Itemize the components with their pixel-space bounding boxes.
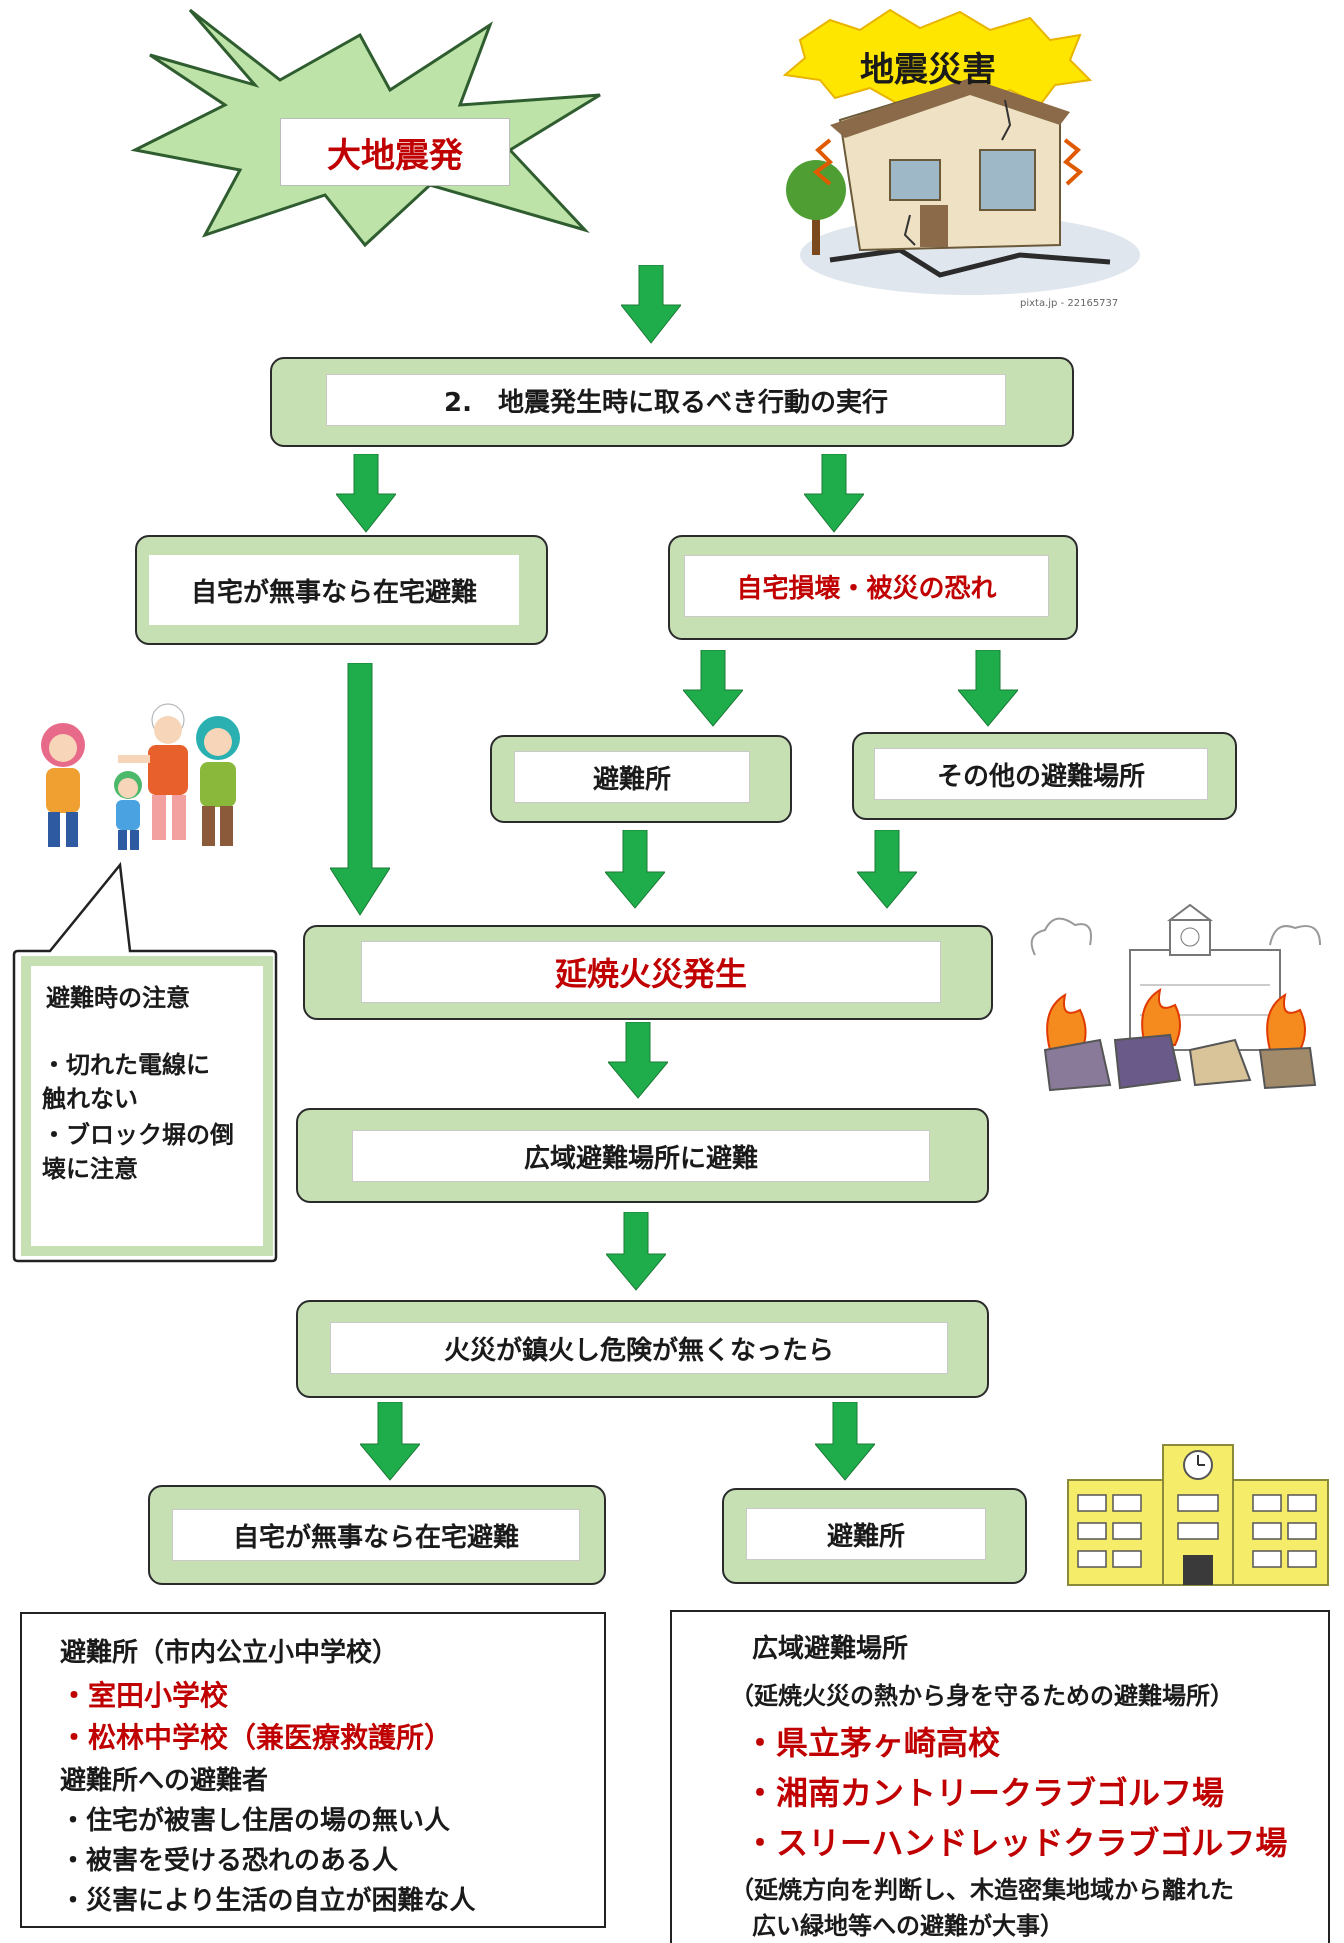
- quake-sign-text: 地震災害: [860, 50, 996, 90]
- wide-area-note: 広い緑地等への避難が大事）: [752, 1912, 1064, 1940]
- shelter-school: ・室田小学校: [60, 1679, 229, 1712]
- burning-school-illustration: [1020, 900, 1340, 1100]
- evacuee-item: ・住宅が被害し住居の場の無い人: [60, 1806, 451, 1836]
- shelter-label-1: 避難所: [592, 764, 671, 795]
- wide-area-info-title: 広域避難場所: [752, 1634, 909, 1664]
- home-damage-inner: 自宅損壊・被災の恐れ: [684, 555, 1049, 617]
- other-place-inner: その他の避難場所: [874, 748, 1208, 800]
- wide-area-info-subtitle: （延焼火災の熱から身を守るための避難場所）: [730, 1682, 1234, 1710]
- other-place-box: その他の避難場所: [852, 732, 1237, 820]
- caution-line: ・切れた電線に: [42, 1051, 210, 1079]
- fire-out-box: 火災が鎮火し危険が無くなったら: [296, 1300, 989, 1398]
- wide-area-place: ・スリーハンドレッドクラブゴルフ場: [744, 1824, 1288, 1862]
- arrow-down-long: [330, 663, 390, 916]
- wide-area-box: 広域避難場所に避難: [296, 1108, 989, 1203]
- shelter-info-panel: 避難所（市内公立小中学校） ・室田小学校 ・松林中学校（兼医療救護所） 避難所へ…: [20, 1612, 606, 1928]
- home-safe-label-2: 自宅が無事なら在宅避難: [232, 1522, 519, 1553]
- home-safe-box-1: 自宅が無事なら在宅避難: [135, 535, 548, 645]
- shelter-box-2: 避難所: [722, 1488, 1027, 1584]
- caution-line: 触れない: [42, 1085, 138, 1113]
- evacuee-item: ・災害により生活の自立が困難な人: [60, 1886, 476, 1916]
- wide-area-label: 広域避難場所に避難: [523, 1143, 758, 1174]
- home-safe-inner-1: 自宅が無事なら在宅避難: [149, 555, 519, 625]
- arrow-down: [336, 454, 396, 533]
- school-building-illustration: [1058, 1430, 1338, 1590]
- other-place-label: その他の避難場所: [936, 761, 1145, 792]
- arrow-down: [360, 1402, 420, 1481]
- wide-area-info-panel: 広域避難場所 （延焼火災の熱から身を守るための避難場所） ・県立茅ヶ崎高校 ・湘…: [670, 1610, 1330, 1943]
- evacuees-title: 避難所への避難者: [60, 1766, 269, 1796]
- caution-title: 避難時の注意: [46, 984, 190, 1012]
- caution-callout: [10, 855, 280, 1265]
- action-step-label: 2. 地震発生時に取るべき行動の実行: [444, 387, 888, 418]
- pixta-credit: pixta.jp - 22165737: [1020, 298, 1119, 309]
- home-damage-box: 自宅損壊・被災の恐れ: [668, 535, 1078, 640]
- home-safe-inner-2: 自宅が無事なら在宅避難: [172, 1509, 580, 1561]
- arrow-down: [804, 454, 864, 533]
- burst-label-box: 大地震発: [280, 118, 510, 186]
- shelter-label-2: 避難所: [826, 1521, 905, 1552]
- arrow-down: [683, 650, 743, 727]
- wide-area-place: ・県立茅ヶ崎高校: [744, 1724, 1001, 1762]
- action-step-box: 2. 地震発生時に取るべき行動の実行: [270, 357, 1074, 447]
- shelter-inner-2: 避難所: [746, 1508, 986, 1560]
- shelter-inner-1: 避難所: [514, 751, 750, 803]
- callout-frame: [12, 861, 278, 1263]
- arrow-down: [608, 1022, 668, 1099]
- fire-spread-inner: 延焼火災発生: [361, 941, 941, 1003]
- arrow-down: [958, 650, 1018, 727]
- home-safe-box-2: 自宅が無事なら在宅避難: [148, 1485, 606, 1585]
- caution-line: ・ブロック塀の倒: [42, 1121, 234, 1149]
- shelter-box-1: 避難所: [490, 735, 792, 823]
- arrow-down: [606, 1212, 666, 1291]
- arrow-down: [815, 1402, 875, 1481]
- evacuee-item: ・被害を受ける恐れのある人: [60, 1846, 399, 1876]
- shelter-info-title: 避難所（市内公立小中学校）: [60, 1638, 399, 1668]
- quake-house-illustration: [760, 0, 1140, 320]
- arrow-down: [605, 830, 665, 909]
- burst-label: 大地震発: [327, 135, 463, 176]
- wide-area-inner: 広域避難場所に避難: [352, 1130, 930, 1182]
- fire-out-label: 火災が鎮火し危険が無くなったら: [443, 1335, 834, 1366]
- home-safe-label-1: 自宅が無事なら在宅避難: [190, 577, 477, 608]
- caution-line: 壊に注意: [42, 1155, 138, 1183]
- evacuating-family-illustration: [28, 700, 278, 860]
- fire-spread-box: 延焼火災発生: [303, 925, 993, 1020]
- wide-area-note: （延焼方向を判断し、木造密集地域から離れた: [730, 1876, 1234, 1904]
- action-step-inner: 2. 地震発生時に取るべき行動の実行: [326, 374, 1006, 426]
- home-damage-label: 自宅損壊・被災の恐れ: [736, 573, 997, 604]
- fire-out-inner: 火災が鎮火し危険が無くなったら: [330, 1322, 948, 1374]
- arrow-down: [621, 265, 681, 344]
- caution-lines: ・切れた電線に 触れない ・ブロック塀の倒 壊に注意: [42, 1045, 262, 1185]
- shelter-school: ・松林中学校（兼医療救護所）: [60, 1721, 453, 1754]
- arrow-down: [857, 830, 917, 909]
- wide-area-place: ・湘南カントリークラブゴルフ場: [744, 1774, 1225, 1812]
- fire-spread-label: 延焼火災発生: [554, 955, 747, 993]
